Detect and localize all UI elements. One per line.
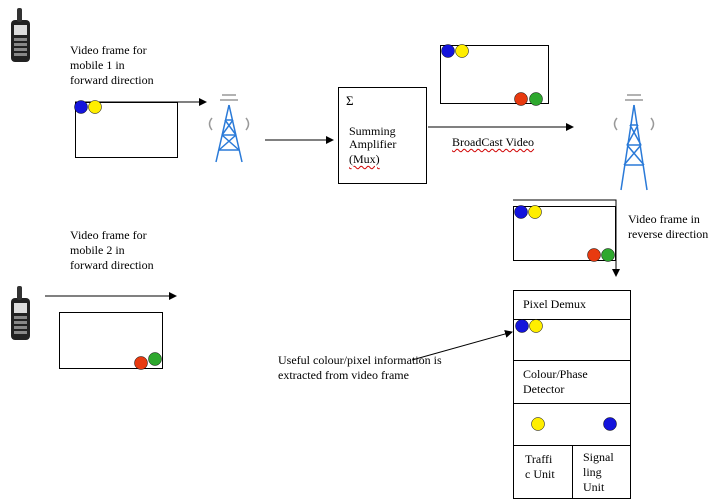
arrow-useful-info xyxy=(411,330,513,361)
green-pixel xyxy=(601,248,615,262)
blue-pixel xyxy=(515,319,529,333)
yellow-pixel xyxy=(529,319,543,333)
green-pixel xyxy=(529,92,543,106)
blue-pixel xyxy=(603,417,617,431)
pixel-demux-box xyxy=(513,290,631,320)
green-pixel xyxy=(148,352,162,366)
yellow-pixel xyxy=(88,100,102,114)
mux-label: (Mux) xyxy=(349,152,380,166)
mobile-1-caption: Video frame for mobile 1 in forward dire… xyxy=(70,43,154,87)
signalling-unit-label: Signal ling Unit xyxy=(583,450,614,494)
arrow-reverse-to-demux xyxy=(513,199,620,277)
reverse-direction-caption: Video frame in reverse direction xyxy=(628,212,709,241)
broadcast-video-label: BroadCast Video xyxy=(452,135,535,149)
tower-2-icon xyxy=(613,94,655,191)
mobile-phone-1-icon xyxy=(11,8,30,62)
mobile-phone-2-icon xyxy=(11,286,30,340)
red-pixel xyxy=(587,248,601,262)
useful-info-caption: Useful colour/pixel information is extra… xyxy=(278,353,442,382)
mobile-2-caption: Video frame for mobile 2 in forward dire… xyxy=(70,228,154,272)
yellow-pixel xyxy=(531,417,545,431)
traffic-unit-label: Traffi c Unit xyxy=(525,452,555,481)
summing-label: Summing xyxy=(349,124,396,138)
summing-amplifier-box xyxy=(338,87,427,184)
tower-1-icon xyxy=(208,94,250,163)
sigma-symbol: Σ xyxy=(346,93,354,108)
amplifier-label: Amplifier xyxy=(349,137,397,151)
pixel-demux-label: Pixel Demux xyxy=(523,297,586,311)
red-pixel xyxy=(514,92,528,106)
blue-pixel xyxy=(441,44,455,58)
blue-pixel xyxy=(514,205,528,219)
blue-pixel xyxy=(74,100,88,114)
yellow-pixel xyxy=(455,44,469,58)
yellow-pixel xyxy=(528,205,542,219)
colour-phase-detector-label: Colour/Phase Detector xyxy=(523,367,588,396)
red-pixel xyxy=(134,356,148,370)
